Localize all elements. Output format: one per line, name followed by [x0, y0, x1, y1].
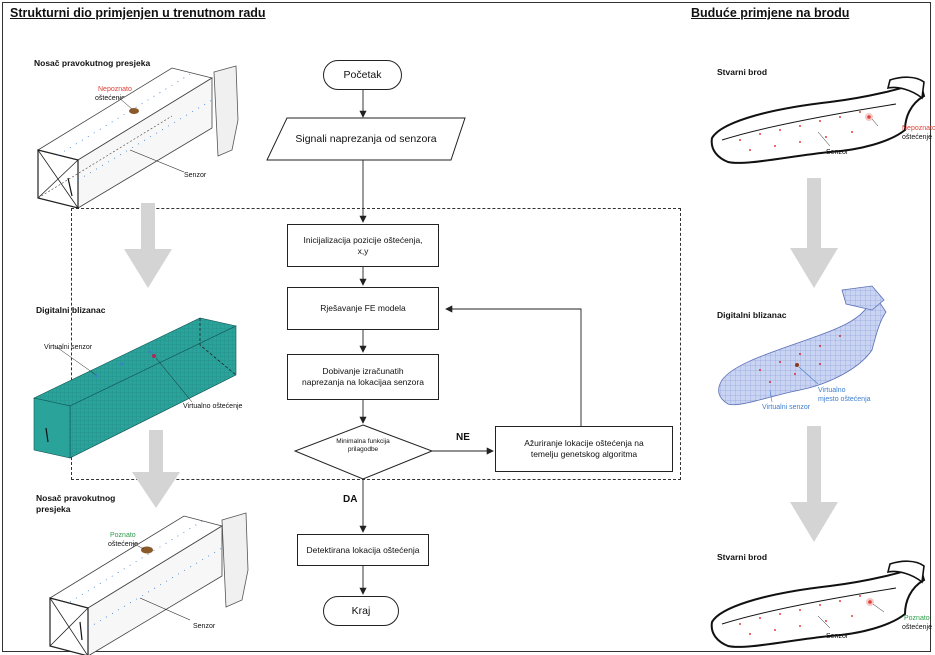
ship-virtual-sensor: Virtualni senzor: [762, 404, 811, 411]
right-heading: Buduće primjene na brodu: [691, 6, 850, 20]
top-beam-title: Nosač pravokutnog presjeka: [34, 58, 151, 68]
signals-label: Signali naprezanja od senzora: [295, 133, 437, 145]
start-terminal: Početak: [323, 60, 402, 90]
bottom-beam-damage-label-2: oštećenje: [108, 541, 138, 548]
init-label-2: x,y: [357, 245, 369, 256]
ship-virtual-damage-1: Virtualno: [818, 387, 846, 394]
decision-label-1: Minimalna funkcija: [336, 438, 390, 445]
bottom-beam-title-2: presjeka: [36, 504, 71, 514]
bottom-beam-damage-label-1: Poznato: [110, 532, 136, 539]
update-location-label-2: temelju genetskog algoritma: [530, 449, 638, 459]
top-beam-damage-label-1: Nepoznato: [98, 86, 132, 93]
left-heading: Strukturni dio primjenjen u trenutnom ra…: [10, 6, 266, 20]
real-ship-top-title: Stvarni brod: [717, 67, 768, 77]
real-ship-top-damage-1: Nepoznato: [902, 125, 935, 132]
ship-twin-title: Digitalni blizanac: [717, 310, 787, 320]
real-ship-bottom-damage-1: Poznato: [904, 615, 930, 622]
end-terminal: Kraj: [323, 596, 399, 626]
real-ship-bottom-title: Stvarni brod: [717, 552, 768, 562]
start-label: Početak: [343, 68, 382, 81]
update-location-box: Ažuriranje lokacije oštećenja na temelju…: [495, 426, 673, 472]
decision-label: Minimalna funkcija prilagodbe: [305, 438, 421, 454]
init-label-1: Inicijalizacija pozicije oštećenja,: [303, 234, 423, 245]
solve-fe-label: Rješavanje FE modela: [320, 303, 406, 313]
virtual-damage-label: Virtualno oštećenje: [183, 403, 243, 410]
yes-branch-label: DA: [343, 494, 358, 505]
bottom-beam-sensor-label: Senzor: [193, 623, 216, 630]
decision-label-2: prilagodbe: [347, 446, 379, 453]
top-beam-sensor-label: Senzor: [184, 172, 207, 179]
solve-fe-box: Rješavanje FE modela: [287, 287, 439, 330]
obtain-stress-label-1: Dobivanje izračunatih: [322, 366, 404, 376]
real-ship-top-sensor: Senzor: [826, 149, 849, 156]
twin-title: Digitalni blizanac: [36, 305, 106, 315]
no-branch-label: NE: [456, 432, 470, 443]
top-beam-damage-label-2: oštećenje: [95, 95, 125, 102]
detected-label: Detektirana lokacija oštećenja: [306, 544, 420, 555]
real-ship-bottom-sensor: Senzor: [826, 633, 849, 640]
real-ship-bottom-damage-2: oštećenje: [902, 624, 932, 631]
end-label: Kraj: [351, 604, 371, 617]
virtual-sensor-label: Virtualni senzor: [44, 344, 93, 351]
init-box: Inicijalizacija pozicije oštećenja, x,y: [287, 224, 439, 267]
detected-box: Detektirana lokacija oštećenja: [297, 534, 429, 566]
real-ship-top-damage-2: oštećenje: [902, 134, 932, 141]
obtain-stress-label-2: naprezanja na lokacijaa senzora: [302, 377, 424, 387]
update-location-label-1: Ažuriranje lokacije oštećenja na: [524, 438, 644, 448]
obtain-stress-box: Dobivanje izračunatih naprezanja na loka…: [287, 354, 439, 400]
ship-virtual-damage-2: mjesto oštećenja: [818, 396, 871, 403]
bottom-beam-title-1: Nosač pravokutnog: [36, 493, 116, 503]
